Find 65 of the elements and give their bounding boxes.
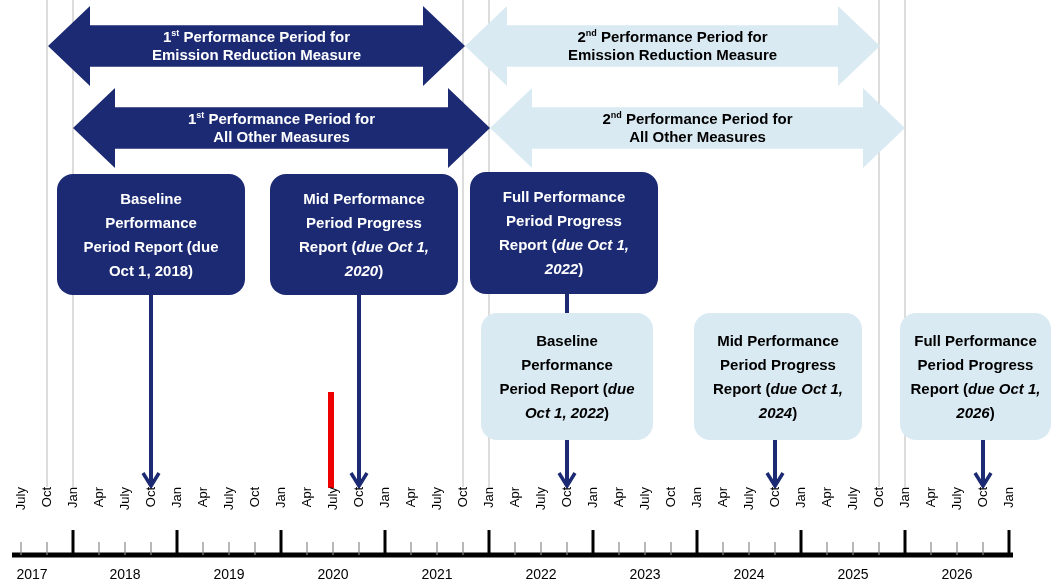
year-label: 2024 [733,566,765,582]
month-label: Apr [508,487,522,508]
year-label: 2020 [317,566,349,582]
month-label: Oct [456,487,470,508]
month-label: July [118,487,132,511]
month-label: Oct [872,487,886,508]
year-label: 2025 [837,566,869,582]
report-box: Full Performance Period Progress Report (due Oct 1, 2026) [900,313,1051,440]
month-label: July [846,487,860,511]
year-label: 2026 [941,566,973,582]
period-banner: 1$^{st}$ Performance Period for All Other Measures [73,88,490,168]
arrow [349,295,369,488]
month-label: Apr [924,487,938,508]
month-label: July [742,487,756,511]
connector-line [565,294,569,313]
month-label: Oct [352,487,366,508]
month-label: Jan [482,487,496,508]
month-label: Oct [976,487,990,508]
month-label: Jan [378,487,392,508]
month-label: July [430,487,444,511]
report-box: Full Performance Period Progress Report (due Oct 1, 2022) [470,172,658,294]
year-label: 2021 [421,566,453,582]
month-label: Jan [170,487,184,508]
period-banner: 2$^{nd}$ Performance Period for Emission Reduction Measure [465,6,880,86]
year-label: 2023 [629,566,661,582]
month-label: Oct [248,487,262,508]
year-label: 2019 [213,566,245,582]
month-label: Apr [820,487,834,508]
month-label: July [326,487,340,511]
report-box: Mid Performance Period Progress Report (due Oct 1, 2024) [694,313,862,440]
month-label: July [950,487,964,511]
month-label: Apr [196,487,210,508]
month-label: Jan [274,487,288,508]
month-label: July [638,487,652,511]
month-label: Jan [794,487,808,508]
month-label: Apr [612,487,626,508]
month-label: Oct [560,487,574,508]
month-label: July [14,487,28,511]
month-label: Oct [40,487,54,508]
period-banner: 2$^{nd}$ Performance Period for All Other Measures [490,88,905,168]
arrow [973,440,993,488]
report-box: Baseline Performance Period Report (due Oct 1, 2022) [481,313,653,440]
month-label: July [534,487,548,511]
year-label: 2017 [16,566,48,582]
arrow [141,295,161,488]
month-label: Apr [92,487,106,508]
month-label: Jan [690,487,704,508]
month-label: Jan [586,487,600,508]
month-label: Apr [300,487,314,508]
year-label: 2022 [525,566,557,582]
arrow [557,440,577,488]
arrow [765,440,785,488]
month-label: Oct [144,487,158,508]
month-label: Oct [768,487,782,508]
report-box: Mid Performance Period Progress Report (due Oct 1, 2020) [270,174,458,295]
month-label: Jan [898,487,912,508]
month-label: Oct [664,487,678,508]
report-box: Baseline Performance Period Report (due Oct 1, 2018) [57,174,245,295]
month-label: July [222,487,236,511]
year-label: 2018 [109,566,141,582]
month-label: Jan [1002,487,1016,508]
period-banner: 1$^{st}$ Performance Period for Emission Reduction Measure [48,6,465,86]
month-label: Apr [716,487,730,508]
month-label: Jan [66,487,80,508]
month-label: Apr [404,487,418,508]
